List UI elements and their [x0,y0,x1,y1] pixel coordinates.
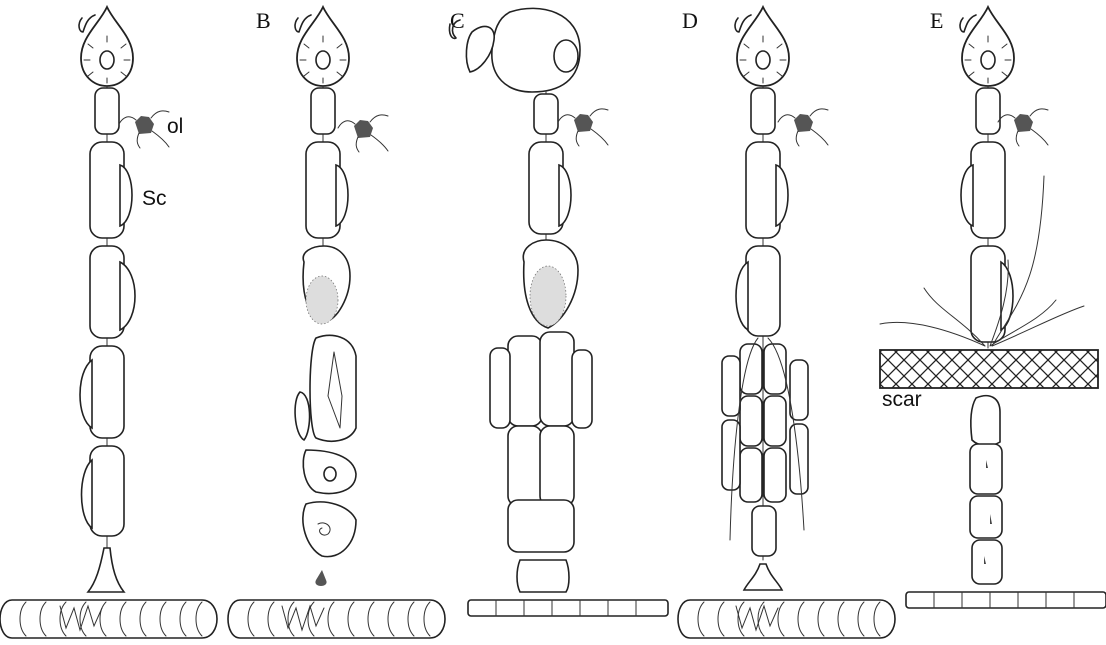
panel-e-scar-block [880,7,1106,608]
scar-tissue [880,350,1098,388]
label-ol: ol [167,115,183,138]
panel-c-schwann-proliferation [449,8,668,616]
panel-d-axon-regrowth [678,7,895,638]
panel-b-degenerating-neuron [228,7,445,638]
panel-label-e: E [930,8,943,33]
label-sc: Sc [142,187,167,210]
panel-a-normal-neuron [0,7,217,638]
label-scar: scar [882,388,922,411]
panel-label-b: B [256,8,271,33]
panel-label-d: D [682,8,698,33]
